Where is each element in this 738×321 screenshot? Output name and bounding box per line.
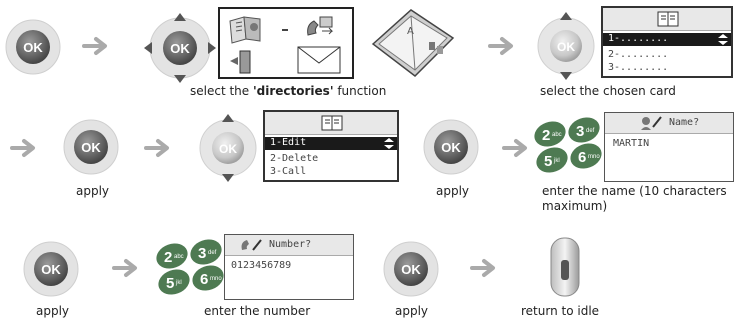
separator-dash — [282, 29, 288, 31]
ok-label: OK — [41, 262, 61, 277]
card-item: 3-........ — [608, 62, 669, 73]
arrow-right-icon — [502, 139, 527, 157]
key-digit: 5 — [166, 275, 174, 292]
ok-label: OK — [219, 142, 237, 156]
envelope-icon — [297, 46, 341, 74]
selected-row: 1-Edit — [265, 137, 397, 150]
screen-header: Name? — [605, 113, 733, 134]
caption-select-directories: select the 'directories' function — [190, 84, 387, 98]
arrow-right-icon — [82, 37, 107, 55]
hang-up-key-icon — [550, 237, 580, 297]
arrow-right-icon — [144, 139, 169, 157]
navigator-updown-icon: OK — [537, 12, 595, 80]
key-letters: jkl — [175, 280, 182, 286]
key-digit: 3 — [576, 123, 584, 140]
name-value: MARTIN — [613, 138, 650, 149]
key-digit: 6 — [200, 271, 208, 288]
keypad-icon: 2 abc 3 def 5 jkl 6 mno — [534, 117, 602, 173]
edit-card-icon — [641, 116, 662, 130]
key-letters: abc — [552, 132, 562, 138]
ok-label: OK — [441, 140, 461, 155]
caption-enter-name-line2: maximum) — [542, 199, 608, 213]
arrow-right-icon — [488, 37, 513, 55]
arrow-right-icon — [470, 259, 495, 277]
key-letters: def — [208, 250, 217, 256]
screen-header — [265, 112, 397, 135]
number-prompt: Number? — [269, 239, 312, 250]
edit-menu-screen: 1-Edit 2-Delete 3-Call — [263, 110, 399, 182]
directory-book-icon — [229, 16, 261, 44]
ok-button-icon: OK — [383, 241, 439, 297]
card-item: 2-........ — [608, 49, 669, 60]
ok-button-icon: OK — [423, 119, 479, 175]
caption-enter-name: enter the name (10 characters — [542, 184, 727, 198]
selected-row: 1-........ — [603, 33, 731, 46]
menu-item: 3-Call — [270, 166, 307, 177]
name-entry-screen: Name? MARTIN — [604, 112, 734, 182]
ok-label: OK — [81, 140, 101, 155]
functions-screen — [218, 7, 354, 79]
arrow-right-icon — [112, 259, 137, 277]
menu-item: 2-Delete — [270, 153, 319, 164]
edit-phone-icon — [241, 239, 262, 251]
directory-card-icon — [657, 11, 679, 27]
key-digit: 2 — [164, 249, 172, 266]
ok-label: OK — [23, 40, 43, 55]
ok-label: OK — [557, 40, 575, 54]
directory-card-icon — [321, 115, 343, 131]
svg-text:A: A — [407, 26, 414, 37]
key-letters: jkl — [553, 158, 560, 164]
caption-select-card: select the chosen card — [540, 84, 676, 98]
key-digit: 2 — [542, 127, 550, 144]
arrow-right-icon — [10, 139, 35, 157]
ok-button-icon: OK — [63, 119, 119, 175]
name-prompt: Name? — [669, 117, 700, 128]
key-digit: 6 — [578, 149, 586, 166]
caption-enter-number: enter the number — [204, 304, 311, 318]
navigator-updown-icon: OK — [199, 114, 257, 182]
card-list-screen: 1-........ 2-........ 3-........ — [601, 6, 733, 78]
key-letters: abc — [174, 254, 184, 260]
navigator-icon: OK — [144, 13, 216, 83]
caption-apply: apply — [76, 184, 110, 198]
caption-apply: apply — [395, 304, 429, 318]
keypad-icon: 2 abc 3 def 5 jkl 6 mno — [156, 239, 224, 295]
ok-label: OK — [170, 41, 190, 56]
number-value: 0123456789 — [231, 260, 292, 271]
card-item: 1-........ — [608, 33, 669, 44]
number-entry-screen: Number? 0123456789 — [224, 234, 354, 300]
updown-arrows-icon — [718, 34, 728, 45]
caption-apply: apply — [436, 184, 470, 198]
screen-header — [603, 8, 731, 31]
phone-settings-icon — [230, 50, 251, 74]
screen-header: Number? — [225, 235, 353, 256]
menu-item: 1-Edit — [270, 137, 307, 148]
phone-forward-icon — [307, 16, 334, 36]
key-digit: 3 — [198, 245, 206, 262]
key-letters: def — [586, 128, 595, 134]
key-digit: 5 — [544, 153, 552, 170]
ok-label: OK — [401, 262, 421, 277]
ok-button-icon: OK — [23, 241, 79, 297]
key-letters: mno — [588, 154, 600, 160]
key-letters: mno — [210, 276, 222, 282]
updown-arrows-icon — [384, 138, 394, 149]
caption-return-idle: return to idle — [521, 304, 600, 318]
ok-button-icon: OK — [5, 19, 61, 75]
caption-apply: apply — [36, 304, 70, 318]
open-directory-icon: A — [371, 9, 455, 77]
